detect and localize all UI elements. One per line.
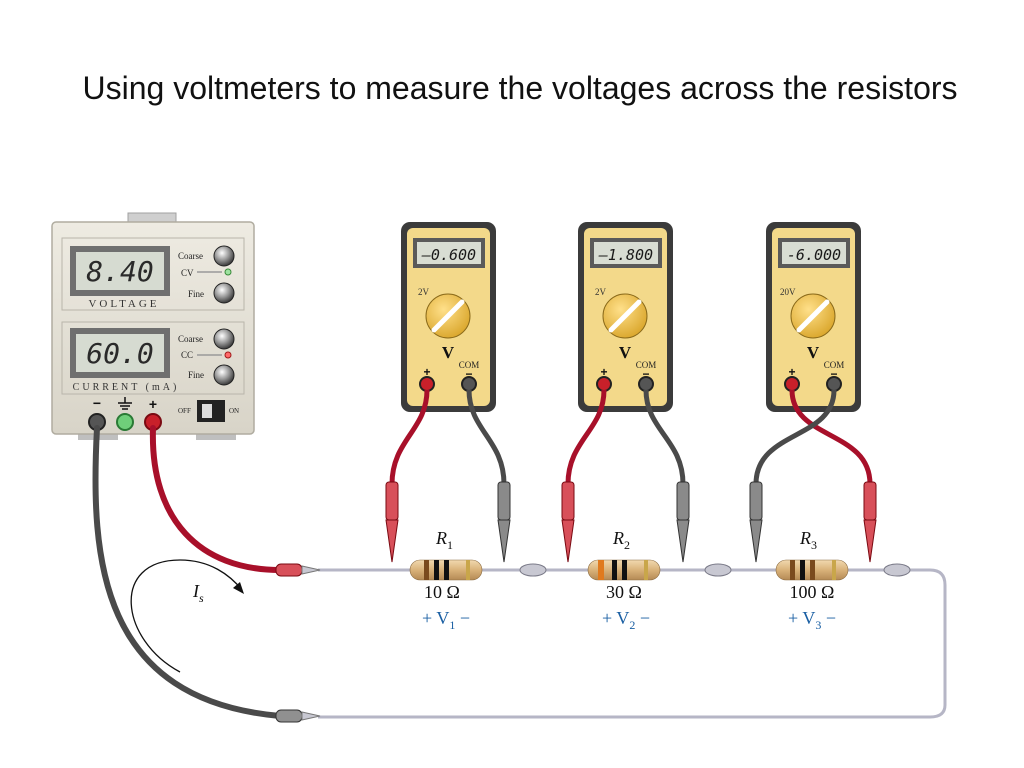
fine-label-current: Fine <box>188 370 204 380</box>
meter-1-com-label: COM <box>459 360 480 370</box>
meter-3-range: 20V <box>780 287 796 297</box>
meter-1-minus-label: − <box>465 367 472 381</box>
supply-positive-probe <box>275 563 321 577</box>
slide-title: Using voltmeters to measure the voltages… <box>82 70 958 106</box>
meter-2-unit: V <box>619 343 632 362</box>
multimeter-2 <box>578 222 673 412</box>
meter-2-reading: —1.800 <box>598 246 653 264</box>
arrowhead-icon <box>233 582 244 594</box>
current-direction-arrow <box>130 559 243 673</box>
probe-v2-negative <box>676 481 690 563</box>
r1-name: R1 <box>435 528 453 552</box>
probe-v1-positive <box>385 481 399 563</box>
meter-1-plus-label: + <box>423 365 430 379</box>
r1-value: 10 Ω <box>424 582 460 602</box>
voltage-fine-knob[interactable] <box>213 282 235 304</box>
circuit-wire <box>318 568 947 719</box>
resistor-r3 <box>775 559 849 581</box>
cv-label: CV <box>181 268 194 278</box>
meter-3-unit: V <box>807 343 820 362</box>
resistor-r2 <box>587 559 661 581</box>
cv-indicator-light <box>224 268 232 276</box>
v3-label: + V3 − <box>788 608 836 632</box>
positive-terminal-label: + <box>149 396 157 412</box>
negative-terminal-label: − <box>93 395 101 411</box>
ground-icon <box>118 397 132 410</box>
meter-2-range: 2V <box>595 287 607 297</box>
meter-3-minus-label: − <box>830 367 837 381</box>
r2-name: R2 <box>612 528 630 552</box>
meter-3-plus-label: + <box>788 365 795 379</box>
supply-negative-probe <box>275 709 321 723</box>
r2-value: 30 Ω <box>606 582 642 602</box>
power-switch[interactable] <box>197 400 225 422</box>
fine-label-voltage: Fine <box>188 289 204 299</box>
multimeter-3 <box>766 222 861 412</box>
voltage-coarse-knob[interactable] <box>213 245 235 267</box>
meter-2-minus-label: − <box>642 367 649 381</box>
coarse-label-voltage: Coarse <box>178 251 203 261</box>
meter-1-reading: —0.600 <box>421 246 476 264</box>
meter-2-plus-label: + <box>600 365 607 379</box>
voltage-display: 8.40 <box>86 255 153 288</box>
current-fine-knob[interactable] <box>213 364 235 386</box>
meter-1-range: 2V <box>418 287 430 297</box>
probe-v1-negative <box>497 481 511 563</box>
power-off-label: OFF <box>178 407 191 415</box>
meter-2-com-label: COM <box>636 360 657 370</box>
current-label: CURRENT (mA) <box>73 382 180 393</box>
probe-v3-negative <box>749 481 763 563</box>
power-on-label: ON <box>229 407 239 415</box>
probe-v3-positive <box>863 481 877 563</box>
power-supply <box>51 212 255 440</box>
cc-label: CC <box>181 350 193 360</box>
cc-indicator-light <box>224 351 232 359</box>
current-display: 60.0 <box>86 337 153 370</box>
meter-3-com-label: COM <box>824 360 845 370</box>
ground-terminal[interactable] <box>116 413 134 431</box>
supply-positive-lead <box>149 425 283 573</box>
wire-connector <box>519 563 911 577</box>
probe-v2-positive <box>561 481 575 563</box>
voltage-label: VOLTAGE <box>88 298 159 310</box>
supply-negative-lead <box>92 425 283 719</box>
multimeter-1 <box>401 222 496 412</box>
resistor-r1 <box>409 559 483 581</box>
meter-1-unit: V <box>442 343 455 362</box>
meter-3-reading: -6.000 <box>787 246 841 264</box>
v1-label: + V1 − <box>422 608 470 632</box>
current-coarse-knob[interactable] <box>213 328 235 350</box>
current-label: Is <box>192 581 204 605</box>
r3-name: R3 <box>799 528 817 552</box>
v2-label: + V2 − <box>602 608 650 632</box>
coarse-label-current: Coarse <box>178 334 203 344</box>
r3-value: 100 Ω <box>790 582 835 602</box>
